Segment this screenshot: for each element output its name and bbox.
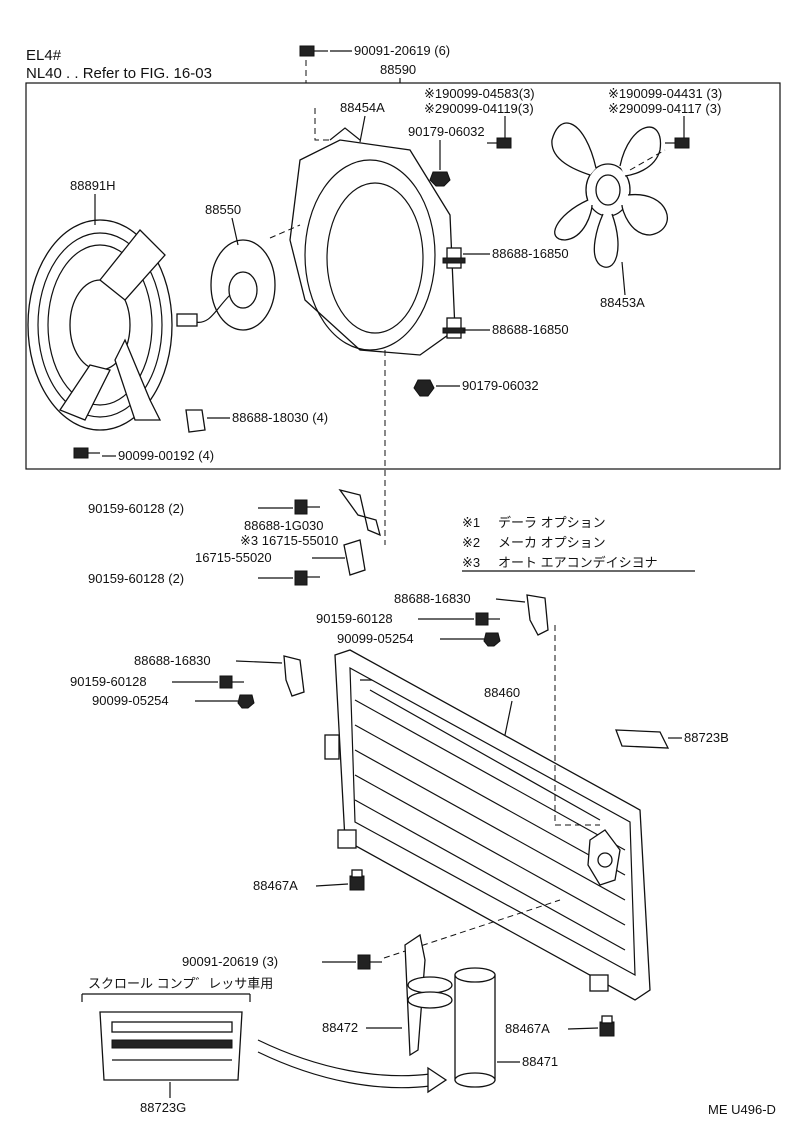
bracket-icon — [343, 539, 366, 576]
bolt-icon — [357, 954, 382, 970]
label-88454A: 88454A — [340, 100, 385, 115]
fan-shroud — [289, 127, 456, 356]
label-90159-60128-left: 90159-60128 — [70, 674, 147, 689]
label-190099-04583: ※190099-04583(3) — [424, 86, 535, 101]
label-190099-04431: ※190099-04431 (3) — [608, 86, 722, 101]
label-88688-1G030: 88688-1G030 — [244, 518, 324, 533]
bushing-icon — [442, 317, 466, 339]
label-88723G: 88723G — [140, 1100, 186, 1115]
label-16715-55020: 16715-55020 — [195, 550, 272, 565]
header-model: EL4# — [26, 47, 62, 64]
label-88688-16830-right: 88688-16830 — [394, 591, 471, 606]
bracket-icon — [338, 488, 381, 537]
legend-text-1: デーラ オプション — [498, 515, 606, 530]
legend-mark-1: ※1 — [462, 515, 480, 530]
label-290099-04119: ※290099-04119(3) — [424, 101, 534, 116]
label-16715-55010: ※3 16715-55010 — [240, 533, 338, 548]
bolt-icon — [487, 137, 512, 149]
legend-text-2: メーカ オプション — [498, 535, 606, 550]
bracket-icon — [526, 594, 549, 636]
label-90159-60128-right: 90159-60128 — [316, 611, 393, 626]
receiver-dryer — [454, 967, 496, 1088]
label-88460: 88460 — [484, 685, 520, 700]
condenser — [324, 649, 651, 1001]
label-88471: 88471 — [522, 1054, 558, 1069]
bracket-icon — [283, 655, 305, 697]
label-90159-60128-upper: 90159-60128 (2) — [88, 501, 184, 516]
cushion-icon — [599, 1015, 615, 1037]
legend: ※1 デーラ オプション ※2 メーカ オプション ※3 オート エアコンデイシ… — [462, 515, 695, 572]
label-sticker — [99, 1011, 243, 1081]
bushing-icon — [442, 247, 466, 269]
label-88590: 88590 — [380, 62, 416, 77]
bolt-icon — [294, 499, 320, 515]
fan-motor — [176, 239, 276, 331]
label-90099-05254-left: 90099-05254 — [92, 693, 169, 708]
label-290099-04117: ※290099-04117 (3) — [608, 101, 721, 116]
label-88467A-left: 88467A — [253, 878, 298, 893]
nut-icon — [429, 171, 451, 187]
fan-blade — [551, 122, 668, 268]
label-88472: 88472 — [322, 1020, 358, 1035]
label-88550: 88550 — [205, 202, 241, 217]
label-88688-16850-lower: 88688-16850 — [492, 322, 569, 337]
bolt-icon — [299, 45, 328, 57]
nut-icon — [483, 632, 501, 647]
bolt-icon — [665, 137, 690, 149]
label-90099-00192: 90099-00192 (4) — [118, 448, 214, 463]
arrow-icon — [257, 1039, 431, 1077]
bolt-icon — [294, 570, 320, 586]
label-88891H: 88891H — [70, 178, 116, 193]
label-90091-20619-6: 90091-20619 (6) — [354, 43, 450, 58]
screw-icon — [73, 447, 100, 459]
header-reference: NL40 . . Refer to FIG. 16-03 — [26, 65, 212, 82]
legend-mark-2: ※2 — [462, 535, 480, 550]
nut-icon — [413, 379, 435, 397]
fan-guard — [27, 219, 173, 431]
bolt-icon — [475, 612, 500, 626]
diagram-code: ME U496-D — [708, 1102, 776, 1117]
legend-mark-3: ※3 — [462, 555, 480, 570]
label-88688-16830-left: 88688-16830 — [134, 653, 211, 668]
label-88453A: 88453A — [600, 295, 645, 310]
scroll-compressor-note: スクロール コンプ゛レッサ車用 — [88, 976, 273, 991]
label-88723B: 88723B — [684, 730, 729, 745]
label-90179-06032-lower: 90179-06032 — [462, 378, 539, 393]
legend-text-3: オート エアコンデイシヨナ — [498, 555, 658, 570]
bolt-icon — [219, 675, 244, 689]
label-88688-18030: 88688-18030 (4) — [232, 410, 328, 425]
nut-icon — [237, 694, 255, 709]
label-90091-20619-3: 90091-20619 (3) — [182, 954, 278, 969]
label-88467A-right: 88467A — [505, 1021, 550, 1036]
fan-assembly-frame — [25, 82, 781, 470]
clip-icon — [185, 409, 206, 433]
receiver-bracket — [404, 933, 453, 1057]
cushion-icon — [349, 869, 365, 891]
label-90179-06032-top: 90179-06032 — [408, 124, 485, 139]
label-88688-16850-upper: 88688-16850 — [492, 246, 569, 261]
label-90099-05254-right: 90099-05254 — [337, 631, 414, 646]
label-90159-60128-lower: 90159-60128 (2) — [88, 571, 184, 586]
label-plate — [615, 729, 670, 749]
